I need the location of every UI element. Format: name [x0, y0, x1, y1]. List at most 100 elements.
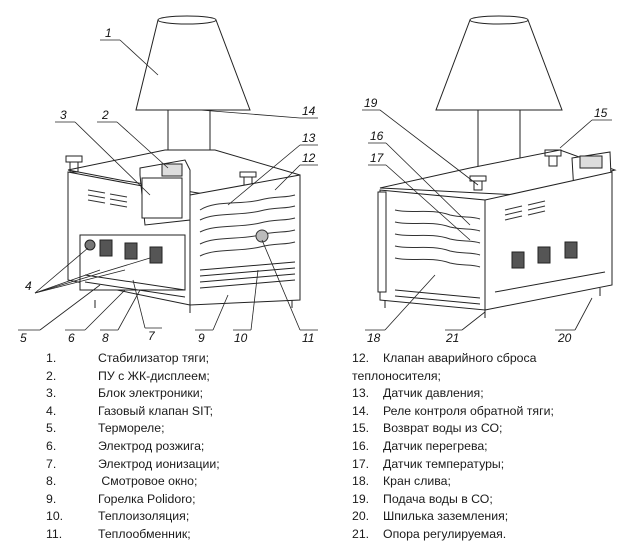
legend-num: 13. — [352, 386, 370, 401]
legend-text: Блок электроники; — [98, 386, 204, 401]
callout-3: 3 — [60, 108, 67, 122]
legend-num: 20. — [352, 509, 370, 524]
boiler-diagram: 1 3 2 14 13 12 4 5 6 8 7 9 10 11 19 15 1… — [18, 15, 617, 345]
legend-text: теплоносителя; — [352, 368, 441, 383]
callout-7: 7 — [148, 329, 156, 343]
legend-num: 21. — [352, 526, 370, 541]
callout-13: 13 — [302, 131, 316, 145]
callout-10: 10 — [234, 331, 248, 345]
legend-item: 5. Термореле; — [46, 420, 336, 438]
legend-text: ПУ с ЖК-дисплеем; — [98, 368, 210, 383]
legend-item: 17. Датчик температуры; — [352, 456, 632, 474]
legend-item-continuation: теплоносителя; — [352, 368, 632, 386]
right-leader-lines — [362, 109, 612, 331]
legend-num: 3. — [46, 386, 57, 401]
legend-num: 4. — [46, 403, 57, 418]
legend-num: 16. — [352, 438, 370, 453]
callout-14: 14 — [302, 104, 316, 118]
legend-num: 1. — [46, 351, 57, 365]
legend-item: 16. Датчик перегрева; — [352, 438, 632, 456]
legend-text: Термореле; — [98, 421, 165, 436]
legend-item: 7. Электрод ионизации; — [46, 456, 336, 474]
callout-19: 19 — [364, 96, 378, 110]
legend-text: Подача воды в СО; — [383, 491, 493, 506]
legend-item: 1. Стабилизатор тяги; — [46, 350, 336, 368]
legend-num: 2. — [46, 368, 57, 383]
legend-text: Кран слива; — [383, 474, 451, 489]
callout-8: 8 — [102, 331, 109, 345]
right-draft-stabilizer — [435, 19, 563, 111]
legend-num: 6. — [46, 438, 57, 453]
callout-17: 17 — [370, 151, 385, 165]
legend-text: Теплообменник; — [98, 526, 191, 541]
left-draft-stabilizer — [135, 19, 251, 111]
legend-text: Горелка Polidoro; — [98, 491, 196, 506]
left-heat-exchanger — [199, 194, 296, 257]
right-callouts: 19 15 16 17 18 21 20 — [364, 96, 608, 345]
left-boiler — [65, 15, 301, 313]
legend-item: 20. Шпилька заземления; — [352, 508, 632, 526]
legend-num: 14. — [352, 403, 370, 418]
legend-text: Электрод ионизации; — [98, 456, 220, 471]
legend-num: 17. — [352, 456, 370, 471]
legend-text: Датчик температуры; — [383, 456, 505, 471]
legend-item: 14. Реле контроля обратной тяги; — [352, 403, 632, 421]
right-heat-exchanger — [394, 209, 481, 268]
legend-item: 11. Теплообменник; — [46, 526, 336, 544]
legend-left: 1. Стабилизатор тяги; 2. ПУ с ЖК-дисплеем;… — [46, 350, 336, 544]
legend-num: 10. — [46, 509, 64, 524]
legend-item: 3. Блок электроники; — [46, 385, 336, 403]
legend-num: 11. — [46, 526, 63, 541]
callout-4: 4 — [25, 279, 32, 293]
legend-item: 6. Электрод розжига; — [46, 438, 336, 456]
legend-num: 9. — [46, 491, 57, 506]
callout-1: 1 — [105, 26, 112, 40]
legend-item: 15. Возврат воды из СО; — [352, 420, 632, 438]
right-gas-valves — [511, 241, 578, 269]
legend-text: Возврат воды из СО; — [383, 421, 503, 436]
left-gas-valves — [84, 239, 163, 264]
legend-text: Газовый клапан SIT; — [98, 403, 214, 418]
legend-item: 2. ПУ с ЖК-дисплеем; — [46, 368, 336, 386]
legend-text: Стабилизатор тяги; — [98, 351, 210, 365]
legend-item: 13. Датчик давления; — [352, 385, 632, 403]
legend-text: Теплоизоляция; — [98, 509, 190, 524]
callout-6: 6 — [68, 331, 75, 345]
legend-text: Датчик перегрева; — [383, 438, 488, 453]
legend-item: 12. Клапан аварийного сброса — [352, 350, 632, 368]
legend-item: 10. Теплоизоляция; — [46, 508, 336, 526]
callout-11: 11 — [302, 331, 314, 345]
right-boiler — [377, 15, 617, 318]
legend-num: 12. — [352, 351, 370, 365]
callout-5: 5 — [20, 331, 27, 345]
callout-21: 21 — [445, 331, 459, 345]
legend-text: Датчик давления; — [383, 386, 484, 401]
legend-right: 12. Клапан аварийного сброса теплоносител… — [352, 350, 632, 544]
legend-item: 19. Подача воды в СО; — [352, 491, 632, 509]
callout-20: 20 — [557, 331, 572, 345]
legend-num: 5. — [46, 421, 57, 436]
legend-num: 7. — [46, 456, 57, 471]
legend-text: Реле контроля обратной тяги; — [383, 403, 554, 418]
legend-item: 18. Кран слива; — [352, 473, 632, 491]
left-callouts: 1 3 2 14 13 12 4 5 6 8 7 9 10 11 — [20, 26, 316, 345]
legend-text: Опора регулируемая. — [383, 526, 507, 541]
left-leader-lines — [18, 39, 318, 331]
legend-text: Электрод розжига; — [98, 438, 205, 453]
legend-item: 21. Опора регулируемая. — [352, 526, 632, 544]
callout-16: 16 — [370, 129, 384, 143]
callout-18: 18 — [367, 331, 381, 345]
legend-num: 18. — [352, 474, 370, 489]
legend-item: 4. Газовый клапан SIT; — [46, 403, 336, 421]
callout-15: 15 — [594, 106, 608, 120]
legend-text: Клапан аварийного сброса — [383, 351, 537, 365]
legend-num: 15. — [352, 421, 370, 436]
legend-num: 19. — [352, 491, 370, 506]
legend-text: Смотровое окно; — [98, 474, 198, 489]
legend-item: 8. Смотровое окно; — [46, 473, 336, 491]
legend-num: 8. — [46, 474, 57, 489]
callout-2: 2 — [101, 108, 109, 122]
callout-12: 12 — [302, 151, 316, 165]
legend-text: Шпилька заземления; — [383, 509, 509, 524]
legend-item: 9. Горелка Polidoro; — [46, 491, 336, 509]
